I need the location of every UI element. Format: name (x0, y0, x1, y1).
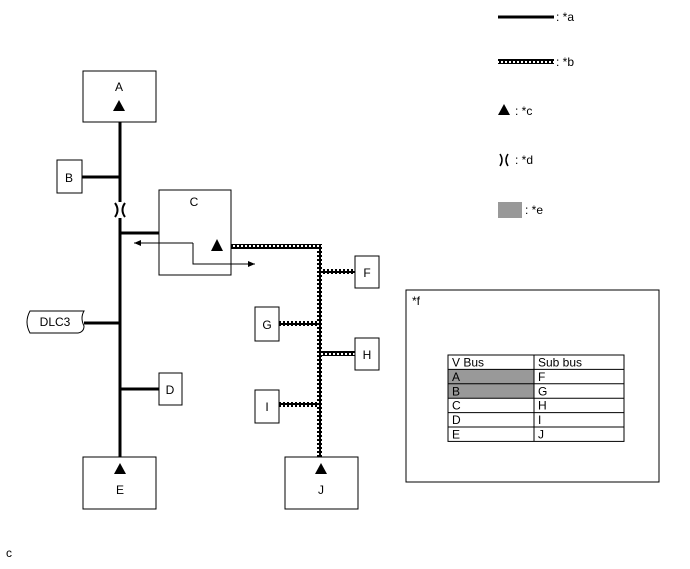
sub-bus-branch-g (279, 321, 319, 326)
ecu-e-terminator-icon (114, 463, 126, 474)
table-cell-v-bus: E (452, 428, 460, 442)
ecu-b-label: B (65, 171, 73, 185)
ecu-j-terminator-icon (315, 463, 327, 474)
sub-bus-from-c (231, 244, 320, 249)
ecu-a-label: A (115, 80, 123, 94)
ecu-c: C (158, 189, 232, 276)
ecu-g-label: G (262, 318, 271, 332)
ecu-c-label: C (190, 195, 199, 209)
ecu-h: H (354, 337, 380, 371)
sub-bus-branch-i (279, 402, 319, 407)
table-cell-sub-bus: F (538, 370, 545, 384)
table-cell-v-bus: A (452, 370, 460, 384)
ecu-e: E (82, 456, 157, 510)
legend-c-label: : *c (515, 104, 532, 118)
ecu-i: I (254, 389, 280, 424)
table-cell-v-bus: D (452, 413, 461, 427)
table-cell-v-bus: B (452, 384, 460, 398)
sub-bus-trunk (317, 244, 322, 460)
table-highlight-cell (448, 383, 534, 399)
ecu-a-terminator-icon (113, 100, 125, 111)
legend-d-label: : *d (515, 153, 533, 167)
sub-bus-branch-f (320, 269, 355, 274)
legend-triangle-icon (498, 104, 510, 115)
table-cell-sub-bus: I (538, 413, 541, 427)
legend-open-circuit-icon (499, 153, 509, 167)
dlc3-connector: DLC3 (26, 310, 85, 334)
ecu-e-label: E (116, 483, 124, 497)
open-circuit-icon (113, 202, 127, 218)
table-cell-sub-bus: J (538, 428, 544, 442)
legend: : *a : *b : *c : *d : *e (498, 10, 574, 218)
ecu-g: G (254, 306, 280, 342)
communication-arrow-icon (134, 240, 255, 267)
legend-a-label: : *a (556, 10, 574, 24)
panel-label: *f (412, 294, 421, 308)
legend-shade-swatch-icon (498, 202, 522, 218)
table-header-cell: V Bus (452, 356, 484, 370)
legend-e-label: : *e (525, 203, 543, 217)
ecu-h-label: H (363, 348, 372, 362)
ecu-j: J (284, 456, 359, 510)
ecu-a: A (82, 70, 157, 123)
ecu-d-label: D (166, 383, 175, 397)
corner-label: c (6, 546, 12, 560)
ecu-f-label: F (363, 266, 370, 280)
table-cell-sub-bus: H (538, 399, 547, 413)
sub-bus-branch-h (320, 351, 355, 356)
legend-b-label: : *b (556, 55, 574, 69)
ecu-j-label: J (318, 483, 324, 497)
ecu-c-terminator-icon (211, 239, 223, 251)
ecu-b: B (56, 159, 83, 194)
table-cell-sub-bus: G (538, 384, 547, 398)
table-cell-v-bus: C (452, 399, 461, 413)
legend-hatched-line-icon (498, 59, 554, 64)
table-highlight-cell (448, 369, 534, 384)
ecu-i-label: I (265, 400, 268, 414)
dlc3-label: DLC3 (40, 315, 71, 329)
ecu-f: F (354, 255, 380, 289)
ecu-d: D (158, 372, 183, 406)
table-header-cell: Sub bus (538, 356, 582, 370)
